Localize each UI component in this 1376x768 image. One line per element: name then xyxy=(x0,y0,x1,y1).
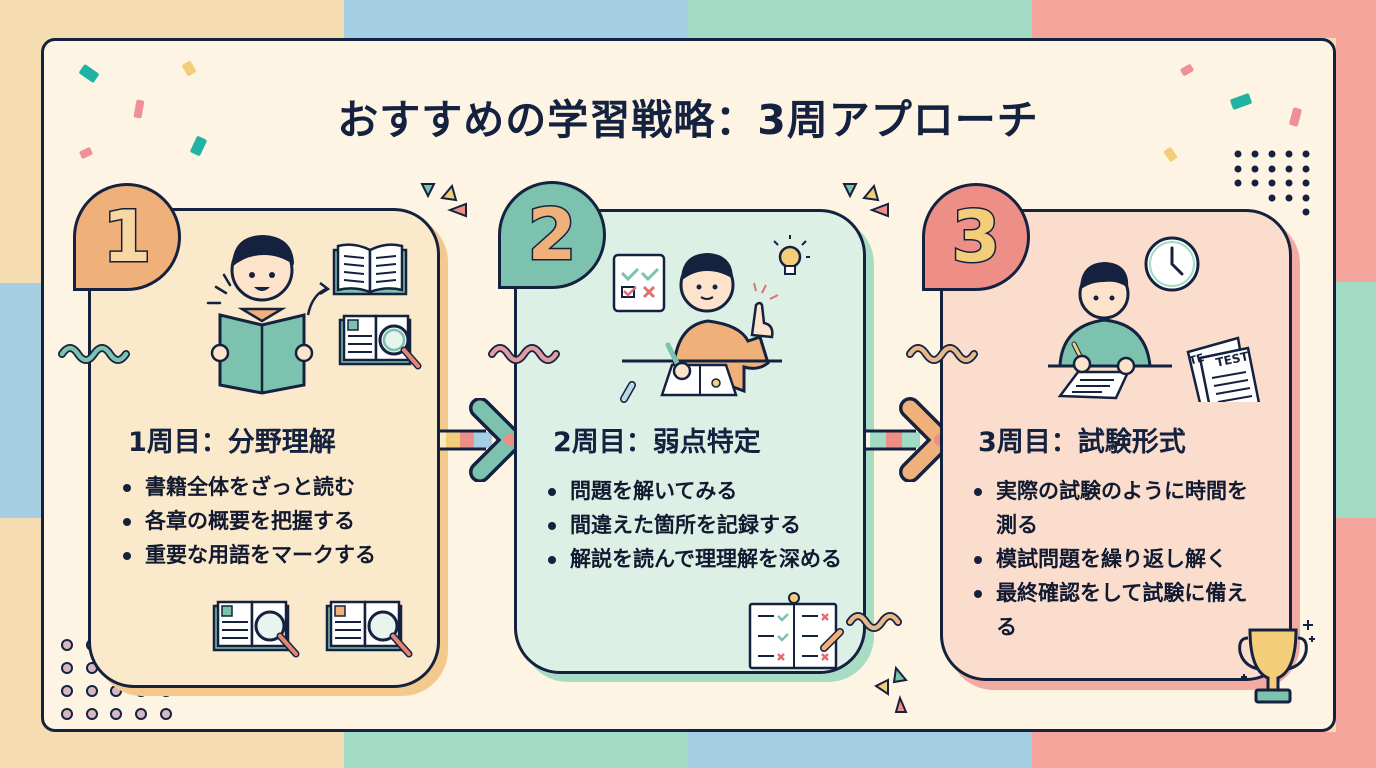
bg-band-peach-bottom xyxy=(0,732,344,768)
decorative-triangles xyxy=(874,666,908,713)
step-3-number: 3 xyxy=(950,195,1002,280)
step-1-badge: 1 xyxy=(73,183,181,291)
step-3-bullet: 模試問題を繰り返し解く xyxy=(972,542,1262,576)
step-3-bullet: 最終確認をして試験に備える xyxy=(972,576,1262,644)
step-3-bullet-list: 実際の試験のように時間を測る 模試問題を繰り返し解く 最終確認をして試験に備える xyxy=(972,474,1262,644)
wave-squiggle-teal xyxy=(58,344,130,364)
notebook-marks-icon xyxy=(748,592,902,670)
bg-band-mint-top xyxy=(688,0,1032,38)
bg-band-peach-left xyxy=(0,0,41,283)
step-3-badge: 3 xyxy=(922,183,1030,291)
step-1-bullet: 書籍全体をざっと読む xyxy=(121,470,376,504)
step-3-bullet: 実際の試験のように時間を測る xyxy=(972,474,1262,542)
arrow-step-1-to-2 xyxy=(440,398,522,482)
bg-band-mint-right xyxy=(1336,282,1376,518)
step-2-badge: 2 xyxy=(498,181,606,289)
step-2-bullet: 問題を解いてみる xyxy=(546,474,846,508)
step-2-bullet: 解説を読んで理理解を深める xyxy=(546,542,846,576)
step-2-bullet: 間違えた箇所を記録する xyxy=(546,508,846,542)
step-1-bullet: 各章の概要を把握する xyxy=(121,504,376,538)
bg-band-peach-left-bottom xyxy=(0,518,41,768)
wave-squiggle-orange xyxy=(906,344,978,364)
step-1-heading: 1周目：分野理解 xyxy=(128,427,336,458)
bg-band-mint-bottom xyxy=(344,732,688,768)
decorative-triangles xyxy=(420,183,467,218)
book-magnifier-icon xyxy=(325,600,413,658)
student-solving-problems-illustration xyxy=(612,235,810,403)
book-magnifier-icon xyxy=(338,314,422,370)
book-magnifier-icon xyxy=(212,600,300,658)
decorative-triangles xyxy=(842,183,889,218)
student-reading-book-illustration xyxy=(206,235,331,395)
step-2-heading: 2周目：弱点特定 xyxy=(553,427,761,458)
step-1-bullet-list: 書籍全体をざっと読む 各章の概要を把握する 重要な用語をマークする xyxy=(121,470,376,572)
dot-grid-top-right xyxy=(1234,150,1310,216)
svg-text:TE: TE xyxy=(1188,351,1206,368)
bg-band-pink-right xyxy=(1336,0,1376,282)
bg-band-peach-top-left xyxy=(0,0,344,38)
bg-band-pink-right-bottom xyxy=(1336,518,1376,768)
step-1-number: 1 xyxy=(101,195,153,280)
step-2-bullet-list: 問題を解いてみる 間違えた箇所を記録する 解説を読んで理理解を深める xyxy=(546,474,846,576)
bg-band-blue-top xyxy=(344,0,688,38)
step-2-number: 2 xyxy=(526,193,578,278)
bg-band-pink-top xyxy=(1032,0,1376,38)
bg-band-blue-left xyxy=(0,283,41,518)
step-3-heading: 3周目：試験形式 xyxy=(978,427,1186,458)
open-book-icon xyxy=(332,243,408,296)
wave-squiggle-pink xyxy=(488,344,560,364)
bg-band-pink-bottom xyxy=(1032,732,1376,768)
student-taking-test-illustration: TEST TE xyxy=(1048,236,1261,402)
trophy-icon xyxy=(1238,620,1315,704)
step-1-bullet: 重要な用語をマークする xyxy=(121,538,376,572)
bg-band-blue-bottom xyxy=(688,732,1032,768)
page-title: おすすめの学習戦略：3周アプローチ xyxy=(337,96,1039,144)
test-paper-label: TEST xyxy=(1214,349,1250,370)
